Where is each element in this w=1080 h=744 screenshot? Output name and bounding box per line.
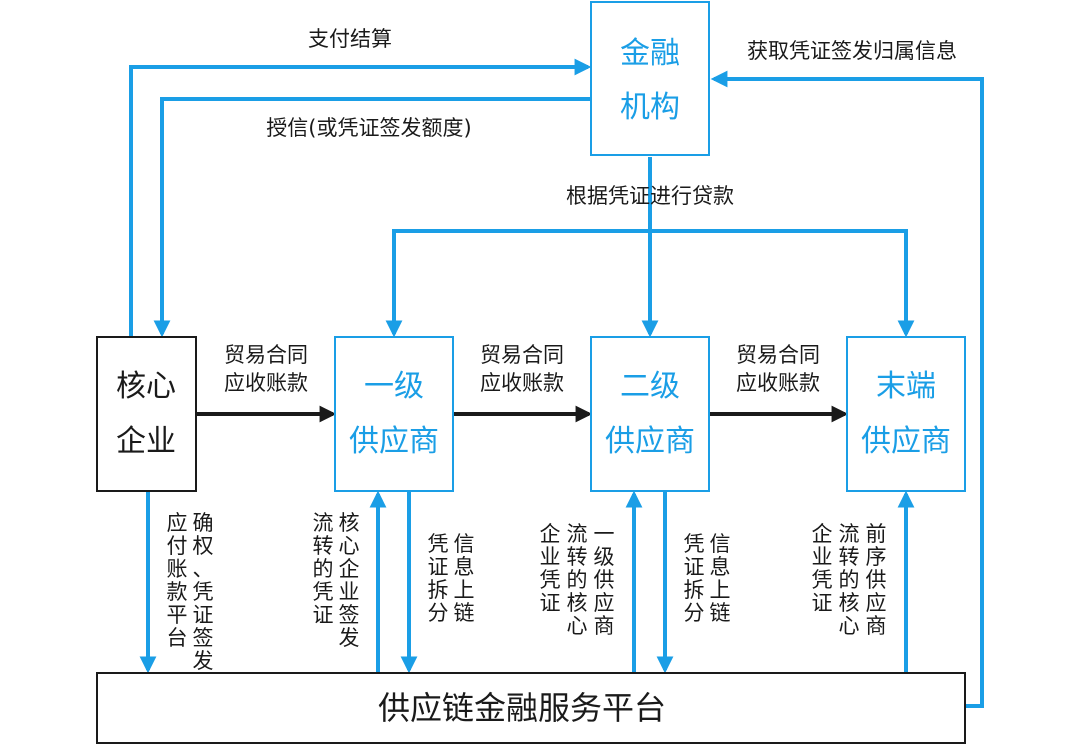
vertical-label-text: 信息上链 [454, 532, 475, 625]
label-t1-up-col2: 核心企业签发 [339, 511, 360, 650]
vertical-label-text: 核心企业签发 [339, 511, 360, 650]
core-line2: 企业 [116, 424, 176, 459]
label-t2-up-col3: 一级供应商 [594, 522, 615, 638]
node-platform: 供应链金融服务平台 [96, 672, 966, 744]
arrow-get-info [710, 70, 984, 708]
arrow-pay-settle [129, 58, 592, 336]
label-t1-down-col1: 凭证拆分 [428, 532, 449, 625]
label-trade-2-line1: 贸易合同 [480, 343, 564, 367]
vertical-label-text: 凭证拆分 [684, 532, 705, 625]
label-t2-down-col2: 信息上链 [710, 532, 731, 625]
vertical-label-text: 流转的核心 [839, 522, 860, 638]
bank-line2: 机构 [620, 90, 680, 125]
label-pay-settle: 支付结算 [308, 27, 392, 51]
label-get-info: 获取凭证签发归属信息 [747, 39, 957, 63]
arrow-credit [153, 97, 590, 338]
node-tier1: 一级 供应商 [334, 336, 454, 492]
vertical-label-text: 前序供应商 [866, 522, 887, 638]
label-trade-1-line1: 贸易合同 [224, 343, 308, 367]
label-core-down-col1: 应付账款平台 [167, 511, 188, 650]
tier1-line2: 供应商 [349, 424, 439, 459]
label-t2-up-col1: 企业凭证 [540, 522, 561, 615]
label-t1-up-col1: 流转的凭证 [313, 511, 334, 627]
arrow-loan-end [650, 229, 915, 338]
label-end-up-col2: 流转的核心 [839, 522, 860, 638]
label-trade-1-line2: 应收账款 [224, 371, 308, 395]
vertical-label-text: 确权、凭证签发 [193, 511, 214, 673]
end-line2: 供应商 [861, 424, 951, 459]
node-bank: 金融 机构 [590, 1, 710, 156]
label-trade-2-line2: 应收账款 [480, 371, 564, 395]
connectors [129, 58, 984, 708]
label-trade-3-line1: 贸易合同 [736, 343, 820, 367]
vertical-label-text: 应付账款平台 [167, 511, 188, 650]
vertical-label-text: 流转的凭证 [313, 511, 334, 627]
core-line1: 核心 [116, 369, 176, 404]
vertical-label-text: 企业凭证 [540, 522, 561, 615]
label-core-down-col2: 确权、凭证签发 [193, 511, 214, 673]
label-trade-3-line2: 应收账款 [736, 371, 820, 395]
label-end-up-col1: 企业凭证 [812, 522, 833, 615]
vertical-label-text: 企业凭证 [812, 522, 833, 615]
label-t1-down-col2: 信息上链 [454, 532, 475, 625]
end-line1: 末端 [876, 369, 936, 404]
vertical-label-text: 流转的核心 [567, 522, 588, 638]
label-t2-down-col1: 凭证拆分 [684, 532, 705, 625]
node-end: 末端 供应商 [846, 336, 966, 492]
bank-line1: 金融 [620, 36, 680, 71]
arrow-loan-tier1 [385, 229, 650, 338]
tier2-line2: 供应商 [605, 424, 695, 459]
node-core: 核心 企业 [96, 336, 197, 492]
node-tier2: 二级 供应商 [590, 336, 710, 492]
label-end-up-col3: 前序供应商 [866, 522, 887, 638]
vertical-label-text: 信息上链 [710, 532, 731, 625]
label-loan: 根据凭证进行贷款 [566, 184, 734, 208]
platform-label: 供应链金融服务平台 [378, 689, 666, 727]
tier2-line1: 二级 [620, 369, 680, 404]
label-t2-up-col2: 流转的核心 [567, 522, 588, 638]
label-credit: 授信(或凭证签发额度) [266, 116, 471, 140]
vertical-label-text: 一级供应商 [594, 522, 615, 638]
tier1-line1: 一级 [364, 369, 424, 404]
vertical-label-text: 凭证拆分 [428, 532, 449, 625]
